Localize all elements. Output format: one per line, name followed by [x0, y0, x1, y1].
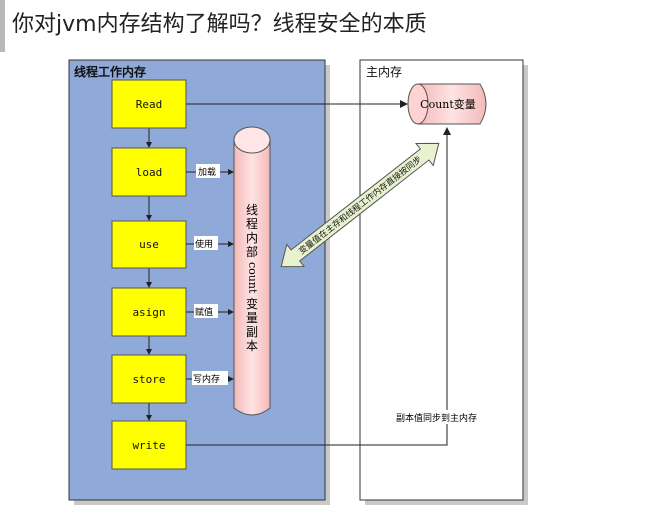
main-memory-label: 主内存 — [366, 65, 402, 79]
op-asign-label: asign — [132, 306, 165, 319]
op-load-label: load — [136, 166, 163, 179]
title-accent-bar — [0, 0, 5, 52]
sync-back-label: 副本值同步到主内存 — [396, 412, 477, 424]
title-bar: 你对jvm内存结构了解吗？线程安全的本质 — [0, 0, 653, 52]
label-use-side: 使用 — [195, 238, 213, 250]
op-write: write — [111, 420, 187, 470]
page-title: 你对jvm内存结构了解吗？线程安全的本质 — [12, 12, 427, 37]
op-store: store — [111, 354, 187, 404]
thread-memory-label: 线程工作内存 — [74, 64, 146, 79]
thread-memory-panel — [68, 59, 326, 501]
copy-char-1: 程 — [246, 216, 258, 231]
copy-char-2: 内 — [246, 231, 258, 245]
op-use-label: use — [139, 238, 159, 251]
op-read-label: Read — [136, 98, 163, 111]
copy-mid: count — [246, 262, 259, 294]
op-store-label: store — [132, 373, 165, 386]
main-memory-panel — [359, 59, 524, 501]
copy-char-3: 部 — [246, 244, 258, 259]
label-store-side: 写内存 — [193, 373, 220, 385]
op-asign: asign — [111, 287, 187, 337]
op-read: Read — [111, 79, 187, 129]
thread-copy-cylinder: 线 程 内 部 count 变 量 副 本 — [233, 126, 271, 416]
copy-end-2: 副 — [246, 325, 258, 339]
op-use: use — [111, 220, 187, 269]
op-load: load — [111, 147, 187, 197]
count-variable-label: Count变量 — [420, 97, 476, 111]
copy-end-3: 本 — [246, 339, 258, 353]
label-load-side: 加载 — [198, 166, 216, 178]
count-variable-cylinder: Count变量 — [407, 83, 487, 125]
copy-end-0: 变 — [246, 296, 258, 311]
op-write-label: write — [132, 439, 165, 452]
write-back-line — [186, 127, 451, 446]
copy-end-1: 量 — [246, 311, 258, 325]
copy-char-0: 线 — [246, 203, 258, 217]
label-asign-side: 赋值 — [195, 306, 213, 318]
